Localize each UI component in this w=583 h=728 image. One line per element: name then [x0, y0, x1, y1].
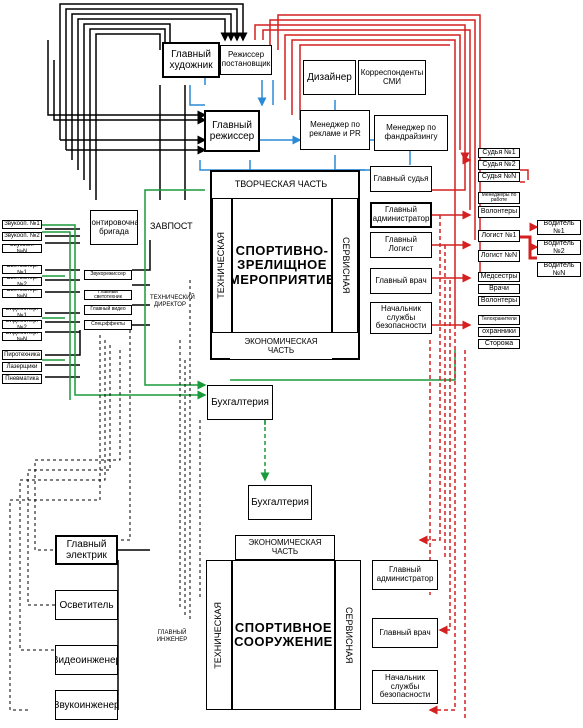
special-effects-box: Спецэффекты	[84, 320, 132, 330]
lighting-box: Осветитель	[55, 590, 118, 620]
fundraising-manager-label: Менеджер по фандрайзингу	[384, 123, 438, 141]
laser-operators: Лазерщики	[2, 362, 42, 372]
facility-center: СПОРТИВНОЕ СООРУЖЕНИЕ	[232, 560, 335, 710]
logist-n: Логист №N	[478, 250, 520, 262]
correspondents-label: Корреспонденты СМИ	[360, 67, 424, 86]
doctors: Врачи	[478, 284, 520, 294]
sound-operator-1: Звукооп. №1	[2, 220, 42, 229]
accounting-bottom: Бухгалтерия	[248, 485, 312, 520]
event-technical-side: ТЕХНИЧЕСКАЯ	[212, 198, 232, 333]
event-economic-part: ЭКОНОМИЧЕСКАЯ ЧАСТЬ	[230, 335, 332, 359]
judge-1: Судья №1	[478, 148, 520, 158]
chief-artist-label: Главный художник	[169, 49, 213, 71]
pr-manager-label: Менеджер по рекламе и PR	[309, 120, 361, 138]
security-head-box: Начальник службы безопасности	[370, 302, 432, 334]
facility-security-head-box: Начальник службы безопасности	[372, 670, 438, 704]
video-operator-1: Видеоопер. №1	[2, 308, 42, 317]
driver-n: Водитель №N	[537, 262, 581, 277]
driver-1: Водитель №1	[537, 220, 581, 235]
facility-chief-doctor-box: Главный врач	[372, 618, 438, 648]
chief-artist-box: Главный художник	[162, 42, 220, 78]
tech-director-label: ТЕХНИЧЕСКИЙ ДИРЕКТОР	[150, 295, 195, 308]
video-operator-2: Видеоопер. №2	[2, 320, 42, 329]
judge-2: Судья №2	[478, 160, 520, 170]
sound-operator-n: Звукооп. №N	[2, 244, 42, 253]
volunteers-1: Волонтеры	[478, 206, 520, 218]
staging-director-label: Режиссер постановщик	[221, 50, 271, 68]
guards: охранники	[478, 327, 520, 337]
chief-judge-box: Главный судья	[370, 166, 432, 192]
driver-2: Водитель №2	[537, 240, 581, 255]
managers-work: Менеджеры по работе	[478, 192, 520, 204]
video-engineer-box: Видеоинженер	[55, 645, 118, 675]
facility-technical-side: ТЕХНИЧЕСКАЯ	[206, 560, 232, 710]
facility-chief-admin-box: Главный администратор	[372, 560, 438, 590]
light-operator-1: Светоопер. №1	[2, 265, 42, 274]
judge-n: Судья №N	[478, 172, 520, 182]
montage-brigade-box: Монтировочная бригада	[90, 210, 138, 245]
chief-video-box: Главный видео	[84, 305, 132, 315]
event-technical-text: ТЕХНИЧЕСКАЯ	[216, 232, 227, 299]
fundraising-manager-box: Менеджер по фандрайзингу	[374, 115, 448, 151]
facility-economic-part: ЭКОНОМИЧЕСКАЯ ЧАСТЬ	[235, 535, 335, 560]
pyrotechnics: Пиротехника	[2, 350, 42, 360]
sound-operator-2: Звукооп. №2	[2, 232, 42, 241]
sound-director-box: Звукорежиссер	[84, 270, 132, 280]
volunteers-2: Волонтеры	[478, 296, 520, 306]
designer-box: Дизайнер	[303, 60, 356, 95]
event-creative-part: ТВОРЧЕСКАЯ ЧАСТЬ	[230, 172, 332, 197]
logist-1: Логист №1	[478, 230, 520, 242]
nurses: Медсестры	[478, 272, 520, 282]
facility-service-text: СЕРВИСНАЯ	[343, 606, 354, 664]
staging-director-box: Режиссер постановщик	[220, 45, 272, 75]
chief-admin-box: Главный администратор	[370, 202, 432, 228]
accounting-top: Бухгалтерия	[207, 385, 273, 420]
zavpost-label: ЗАВПОСТ	[150, 221, 193, 231]
correspondents-box: Корреспонденты СМИ	[358, 60, 426, 95]
sound-engineer-box: Звукоинженер	[55, 690, 118, 720]
chief-doctor-box: Главный врач	[370, 268, 432, 294]
watchmen: Сторожа	[478, 339, 520, 349]
light-operator-n: Светоопер. №N	[2, 289, 42, 298]
pr-manager-box: Менеджер по рекламе и PR	[300, 110, 370, 150]
facility-service-side: СЕРВИСНАЯ	[335, 560, 361, 710]
montage-brigade-label: Монтировочная бригада	[91, 217, 137, 236]
chief-engineer-label: ГЛАВНЫЙ ИНЖЕНЕР	[156, 630, 188, 643]
video-operator-n: Видеоопер. №N	[2, 332, 42, 341]
bodyguards: Телохранители	[478, 315, 520, 325]
event-center: СПОРТИВНО-ЗРЕЛИЩНОЕ МЕРОПРИЯТИЕ	[232, 198, 332, 333]
facility-technical-text: ТЕХНИЧЕСКАЯ	[213, 601, 224, 669]
chief-director-label: Главный режиссер	[209, 120, 255, 142]
light-operator-2: Светоопер. №2	[2, 277, 42, 286]
chief-electric-box: Главный электрик	[55, 535, 118, 565]
event-service-text: СЕРВИСНАЯ	[340, 237, 351, 294]
chief-director-box: Главный режиссер	[204, 110, 260, 152]
chief-logist-box: Главный Логист	[370, 232, 432, 258]
designer-label: Дизайнер	[307, 72, 352, 83]
chief-light-box: Главный светотехник	[84, 290, 132, 300]
event-service-side: СЕРВИСНАЯ	[332, 198, 358, 333]
pneumatics: Пневматика	[2, 374, 42, 384]
